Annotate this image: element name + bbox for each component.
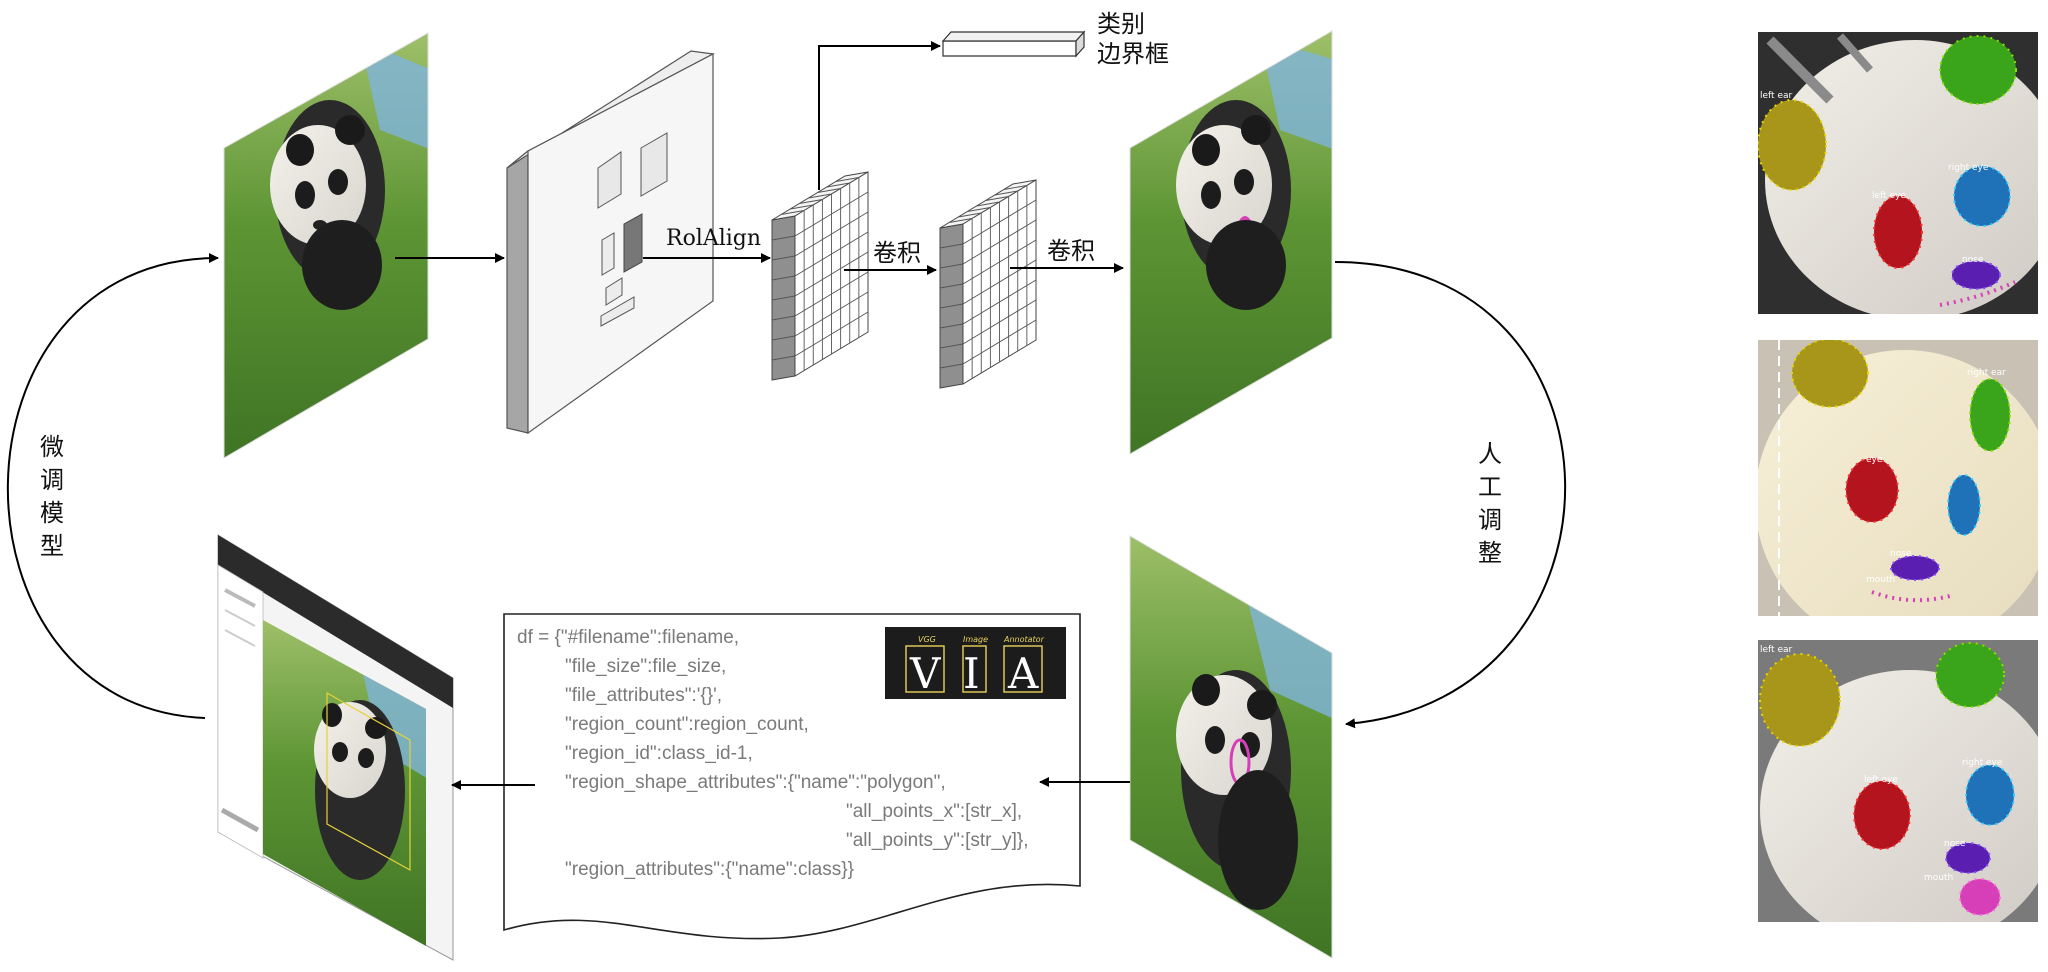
code-line: "file_size":file_size, — [565, 656, 726, 677]
p3-left-ear: left ear — [1760, 645, 1792, 655]
code-line: "file_attributes":'{}', — [565, 685, 722, 706]
code-line: "all_points_x":[str_x], — [846, 801, 1022, 822]
manual-char-1: 人 — [1478, 440, 1502, 468]
code-line: "all_points_y":[str_y]}, — [846, 830, 1028, 851]
roi-feature-cube — [771, 171, 869, 381]
conv2-label: 卷积 — [1047, 237, 1095, 265]
conv1-label: 卷积 — [873, 239, 921, 267]
p3-left-eye: left eye — [1864, 775, 1898, 785]
closeup-panel-2: right ear eye nose mouth — [1758, 340, 2038, 616]
arrow-to-class-bbox — [818, 41, 941, 190]
manual-char-3: 调 — [1478, 506, 1502, 534]
annotation-json-document: df = {"#filename":filename, "file_size":f… — [503, 613, 1081, 940]
via-big-v: V — [909, 649, 941, 698]
finetune-char-1: 微 — [40, 433, 64, 461]
class-label: 类别 — [1097, 10, 1145, 38]
curve-finetune — [6, 253, 219, 719]
code-line: "region_shape_attributes":{"name":"polyg… — [565, 772, 946, 793]
code-line: df = {"#filename":filename, — [517, 627, 739, 648]
p2-mouth: mouth — [1866, 575, 1895, 585]
p3-nose: nose — [1944, 839, 1966, 849]
via-small-vgg: VGG — [918, 635, 936, 644]
conv-feature-cube — [939, 179, 1037, 389]
p2-nose: nose — [1890, 549, 1912, 559]
code-line: "region_id":class_id-1, — [565, 743, 753, 764]
p3-mouth: mouth — [1924, 873, 1953, 883]
closeup-panel-1: left ear right eye left eye nose — [1758, 32, 2038, 314]
code-line: "region_count":region_count, — [565, 714, 809, 735]
via-big-i: I — [963, 649, 980, 698]
manual-char-2: 工 — [1478, 473, 1502, 501]
manual-adjust-label: 人 工 调 整 — [1478, 440, 1502, 567]
p3-right-eye: right eye — [1962, 758, 2003, 768]
via-small-annotator: Annotator — [1003, 635, 1045, 644]
p1-left-eye: left eye — [1872, 191, 1906, 201]
input-image — [223, 32, 429, 459]
p2-eye: eye — [1866, 455, 1883, 465]
closeup-panel-3: left ear right eye left eye nose mouth — [1758, 640, 2038, 922]
backbone-feature-map — [506, 50, 715, 435]
predicted-mask-image — [1129, 30, 1333, 455]
bbox-label: 边界框 — [1097, 40, 1169, 68]
finetune-char-2: 调 — [40, 466, 64, 494]
manual-char-4: 整 — [1478, 539, 1502, 567]
finetune-label: 微 调 模 型 — [40, 433, 64, 560]
via-logo: VGG Image Annotator V I A — [885, 627, 1066, 699]
finetune-char-3: 模 — [40, 499, 64, 527]
connectors — [6, 41, 1567, 790]
via-small-image: Image — [963, 635, 988, 644]
via-big-a: A — [1007, 649, 1039, 698]
class-bbox-output-bar — [941, 30, 1086, 58]
p1-right-eye: right eye — [1948, 163, 1989, 173]
finetune-char-4: 型 — [40, 532, 64, 560]
code-line: "region_attributes":{"name":class}} — [565, 859, 854, 880]
roialign-label: RolAlign — [666, 226, 761, 251]
annotator-screenshot — [217, 534, 454, 961]
p2-right-ear: right ear — [1967, 368, 2006, 378]
p1-nose: nose — [1962, 255, 1984, 265]
curve-manual-adjust — [1334, 261, 1567, 729]
manually-adjusted-image — [1129, 535, 1333, 959]
p1-left-ear: left ear — [1760, 91, 1792, 101]
